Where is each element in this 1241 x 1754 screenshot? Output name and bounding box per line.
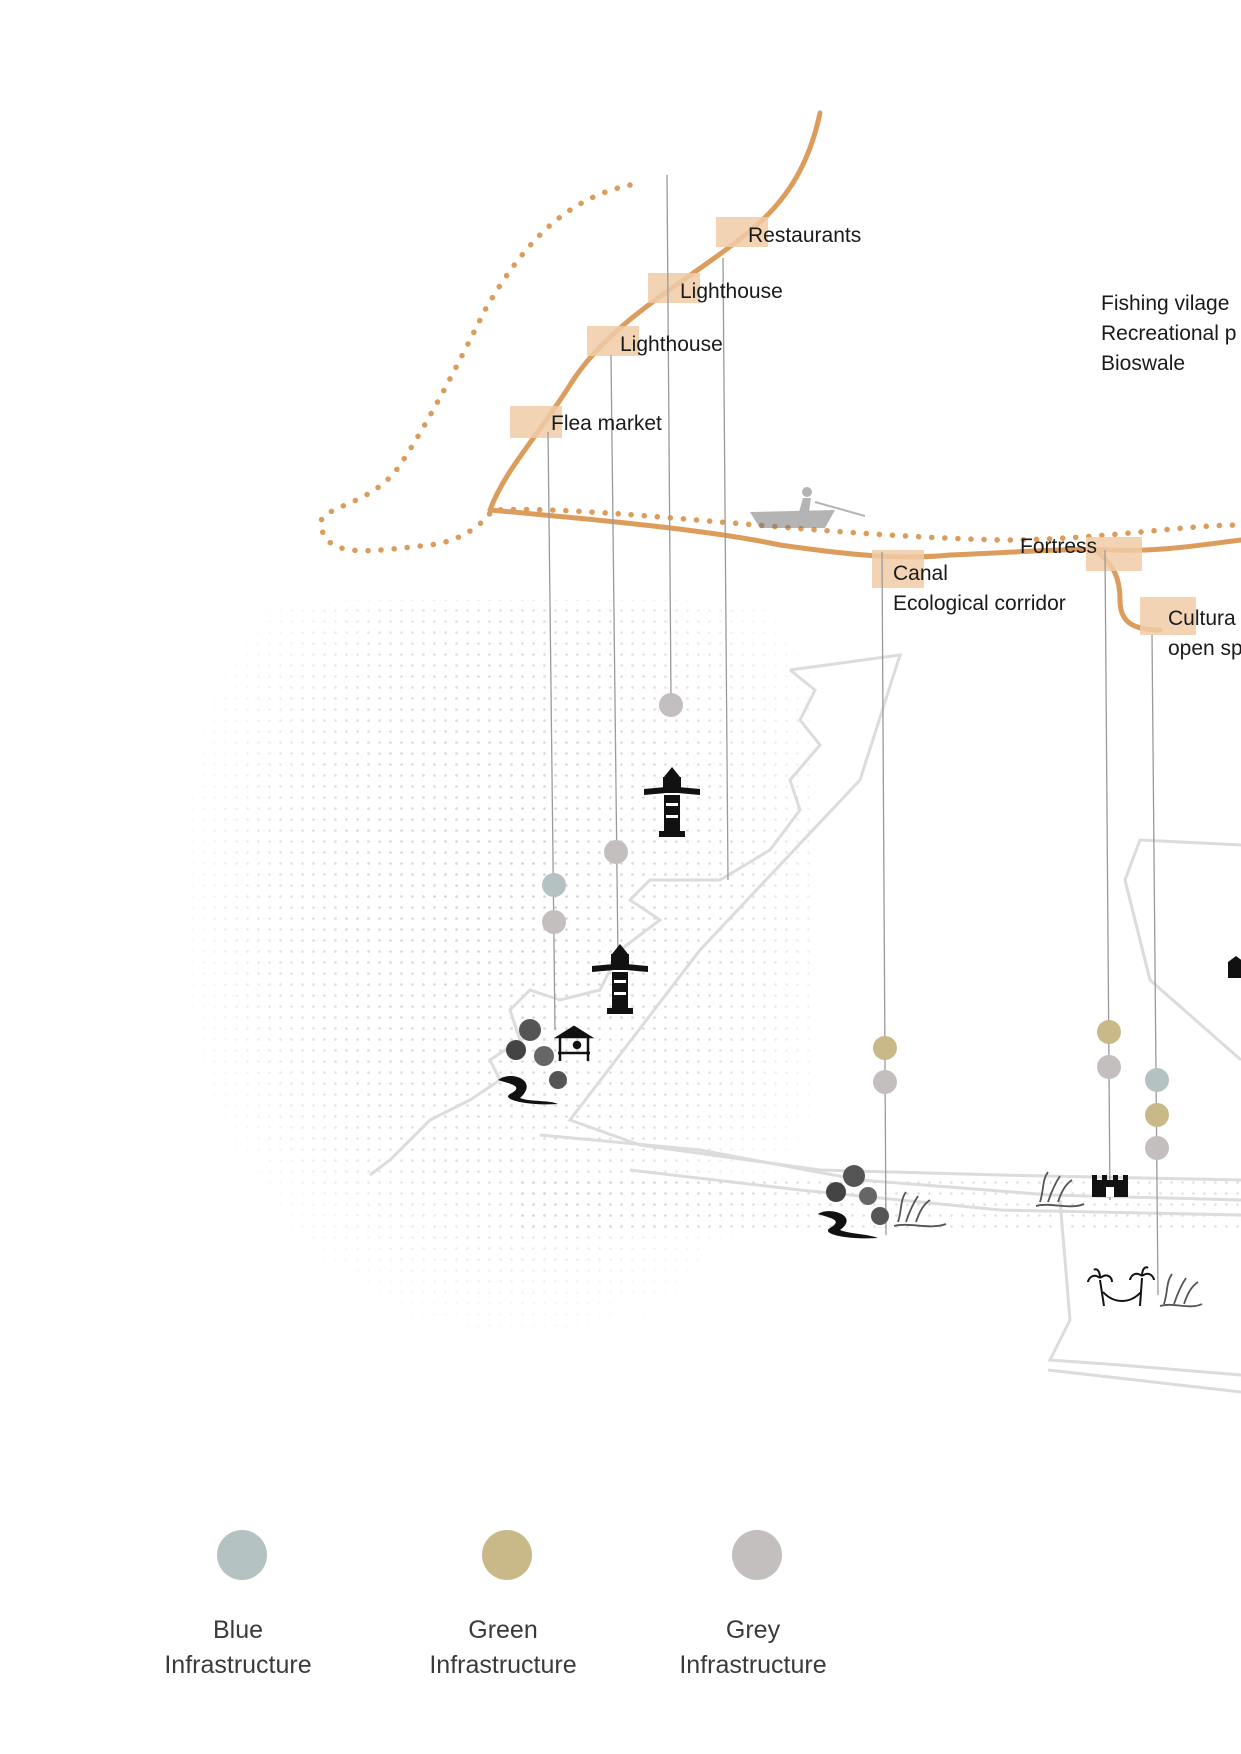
label-fortress: Fortress [1020, 535, 1097, 558]
label-open-space: open sp [1168, 637, 1241, 660]
legend-swatch-green [482, 1530, 532, 1580]
lighthouse-icon [644, 767, 700, 837]
legend-swatch-blue [217, 1530, 267, 1580]
wetland-grass-icon [1035, 1171, 1085, 1208]
legend-label: Infrastructure [679, 1651, 826, 1679]
legend-label: Green [468, 1616, 537, 1644]
green-marker [1097, 1020, 1121, 1044]
label-recreational: Recreational p [1101, 322, 1236, 345]
green-marker [1145, 1103, 1169, 1127]
trees-path-icon [818, 1165, 889, 1239]
grey-marker [1097, 1055, 1121, 1079]
trees-path-icon [498, 1019, 567, 1105]
sea-dot-pattern [160, 600, 1240, 1420]
palm-hammock-icon [1087, 1266, 1155, 1307]
label-canal: Canal [893, 562, 948, 585]
partial-icon [1228, 956, 1241, 978]
label-fishing-village: Fishing vilage [1101, 292, 1229, 315]
dotted-route [317, 182, 1241, 554]
grey-marker [1145, 1136, 1169, 1160]
legend-label: Blue [213, 1616, 263, 1644]
label-restaurants: Restaurants [748, 224, 861, 247]
leader-lines [547, 174, 1159, 1296]
label-bioswale: Bioswale [1101, 352, 1185, 375]
legend-swatch-grey [732, 1530, 782, 1580]
blue-marker [542, 873, 566, 897]
grey-marker [873, 1070, 897, 1094]
legend-label: Infrastructure [164, 1651, 311, 1679]
fishing-boat-icon [750, 487, 866, 528]
grey-marker [659, 693, 683, 717]
grey-marker [604, 840, 628, 864]
legend-label: Grey [726, 1616, 781, 1644]
infrastructure-markers [542, 693, 1169, 1160]
label-lighthouse: Lighthouse [620, 333, 723, 356]
wetland-grass-icon [893, 1191, 947, 1228]
market-stall-icon [553, 1025, 595, 1061]
label-lighthouse: Lighthouse [680, 280, 783, 303]
label-cultural: Cultura [1168, 607, 1236, 630]
legend: Blue Infrastructure Green Infrastructure… [164, 1530, 827, 1679]
green-marker [873, 1036, 897, 1060]
label-flea-market: Flea market [551, 412, 662, 435]
blue-marker [1145, 1068, 1169, 1092]
fortress-icon [1092, 1175, 1128, 1197]
lighthouse-icon [592, 944, 648, 1014]
label-ecological-corridor: Ecological corridor [893, 592, 1066, 615]
route-labels: Restaurants Lighthouse Lighthouse Flea m… [551, 224, 1241, 660]
grey-marker [542, 910, 566, 934]
legend-label: Infrastructure [429, 1651, 576, 1679]
label-boxes [510, 217, 1196, 635]
wetland-grass-icon [1159, 1273, 1203, 1308]
